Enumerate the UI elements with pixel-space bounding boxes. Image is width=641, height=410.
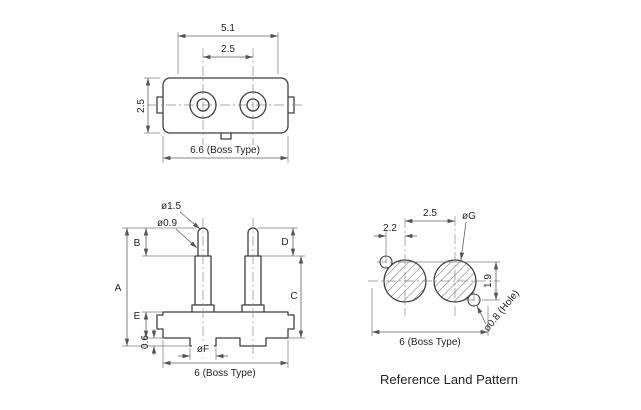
top-view: 5.1 2.5 2.5 6.6 (Boss Type): [136, 23, 303, 163]
dim-tip-diameter: ø1.5: [161, 201, 181, 212]
label-mask: [192, 343, 214, 354]
dim-a: A: [115, 283, 122, 294]
dim-top-outer-width: 5.1: [221, 23, 235, 34]
left-hole-inner: [196, 98, 210, 112]
dim-top-pin-pitch: 2.5: [221, 44, 235, 55]
dim-e: E: [134, 311, 141, 322]
top-view-body: [162, 77, 289, 134]
dim-top-body-depth: 2.5: [136, 99, 147, 113]
top-view-bottom-notch: [220, 132, 232, 140]
dim-front-overall-width: 6 (Boss Type): [194, 368, 256, 379]
dim-land-overall-width: 6 (Boss Type): [399, 337, 461, 348]
dim-c: C: [290, 291, 297, 302]
land-pattern: 2.2 2.5 øG 1.9 ø0.8 (Hole) 6 (Boss Type)…: [368, 208, 522, 387]
dim-hole-offset: 2.2: [383, 223, 397, 234]
leader-line: [175, 228, 198, 249]
right-hole-inner: [246, 98, 260, 112]
dim-top-overall-width: 6.6 (Boss Type): [190, 145, 260, 156]
leader-line: [476, 305, 487, 325]
leader-line: [179, 211, 201, 230]
left-hole-outer: [189, 91, 217, 119]
dim-b: B: [134, 238, 141, 249]
right-hole-outer: [239, 91, 267, 119]
housing-outline: [156, 311, 295, 347]
dim-d: D: [281, 237, 288, 248]
dim-pad-diameter: øG: [462, 211, 476, 222]
front-side-view: ø1.5 ø0.9 B A E 0.6 D C: [115, 201, 305, 379]
dim-plunger-diameter: ø0.9: [157, 218, 177, 229]
leader-line: [459, 221, 467, 261]
dim-f-diameter: øF: [197, 344, 209, 355]
land-pattern-caption: Reference Land Pattern: [380, 372, 518, 387]
dim-boss-height: 0.6: [140, 335, 151, 349]
dim-pad-pitch: 2.5: [423, 208, 437, 219]
dim-hole-vertical: 1.9: [483, 274, 494, 288]
